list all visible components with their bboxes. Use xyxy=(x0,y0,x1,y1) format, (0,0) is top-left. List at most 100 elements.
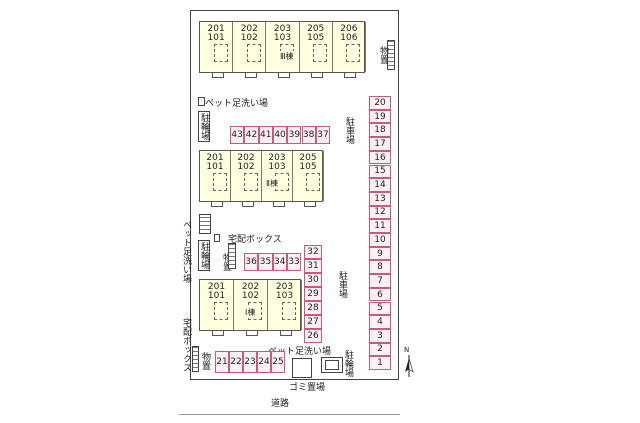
storage-label-bottom: 物置 xyxy=(200,352,210,370)
unit-number: 201 xyxy=(207,24,225,34)
unit-number: 102 xyxy=(237,162,255,172)
unit-number: 101 xyxy=(207,291,226,301)
building-name: Ⅱ棟 xyxy=(266,178,278,189)
parking-space: 18 xyxy=(369,123,391,138)
parking-space: 19 xyxy=(369,109,391,124)
parking-space: 10 xyxy=(369,233,391,247)
unit-number: 205 xyxy=(307,24,325,34)
parking-space: 34 xyxy=(272,253,287,271)
parking-space: 29 xyxy=(304,287,322,301)
north-arrow-icon xyxy=(402,350,416,378)
parking-space: 25 xyxy=(271,351,285,373)
storage-label-top-right: 物置 xyxy=(378,46,388,64)
entrance-step xyxy=(303,201,316,207)
unit-number: 205 xyxy=(299,153,317,163)
unit-number: 201 xyxy=(207,282,226,292)
parking-space: 13 xyxy=(369,191,391,206)
parking-space: 42 xyxy=(244,126,259,144)
parking-space: 24 xyxy=(257,351,271,373)
unit-number: 202 xyxy=(240,24,258,34)
parking-space: 39 xyxy=(287,126,302,144)
garbage-area xyxy=(292,358,312,378)
entrance-step xyxy=(212,330,224,336)
parking-space: 16 xyxy=(369,150,391,165)
parking-space: 32 xyxy=(304,245,322,259)
unit-number: 102 xyxy=(241,291,260,301)
storage-shed-top-right xyxy=(387,40,395,70)
unit-number: 202 xyxy=(237,153,255,163)
pet-wash-label-left: ペット足洗い場 xyxy=(181,220,191,283)
unit-number: 203 xyxy=(268,153,286,163)
delivery-box-marker-middle xyxy=(214,234,220,242)
unit-number: 203 xyxy=(273,24,292,34)
entrance-step xyxy=(344,72,357,78)
parking-space: 4 xyxy=(369,315,391,329)
parking-space: 12 xyxy=(369,205,391,220)
entrance-step xyxy=(246,330,258,336)
entrance-stair xyxy=(346,44,361,62)
unit-number: 103 xyxy=(273,33,292,43)
pet-wash-marker-top xyxy=(198,97,205,106)
parking-space: 21 xyxy=(215,351,229,373)
entrance-stair xyxy=(282,302,296,320)
north-label: N xyxy=(404,346,410,354)
entrance-step xyxy=(278,72,290,78)
parking-space: 3 xyxy=(369,328,391,343)
parking-space: 27 xyxy=(304,315,322,329)
delivery-box-label-left: 宅配ボックス xyxy=(181,318,191,372)
entrance-step xyxy=(244,72,257,78)
parking-space: 37 xyxy=(315,126,331,144)
parking-space: 7 xyxy=(369,274,391,288)
entrance-step xyxy=(280,330,292,336)
storage-shed-middle xyxy=(199,214,211,234)
parking-space: 33 xyxy=(286,253,302,271)
road-edge xyxy=(179,414,400,415)
parking-space: 35 xyxy=(258,253,273,271)
entrance-step xyxy=(211,72,224,78)
road-label: 道路 xyxy=(271,399,290,409)
car-parking-label-middle: 駐車場 xyxy=(337,271,347,298)
bicycle-parking-bottom-label: 駐輪場 xyxy=(343,350,353,377)
parking-space: 1 xyxy=(369,356,391,370)
storage-shed-middle-2 xyxy=(228,243,236,269)
bicycle-parking-top: 駐輪場 xyxy=(198,111,210,142)
pet-wash-label-top: ペット足洗い場 xyxy=(205,99,269,109)
parking-space: 30 xyxy=(304,273,322,287)
storage-shed-bottom xyxy=(192,346,199,372)
parking-space: 40 xyxy=(272,126,288,144)
entrance-stair xyxy=(246,44,261,62)
parking-space: 26 xyxy=(304,329,322,343)
entrance-stair xyxy=(305,173,320,191)
entrance-stair xyxy=(313,44,328,62)
delivery-box-label-middle: 宅配ボックス xyxy=(228,235,282,245)
parking-space: 28 xyxy=(304,301,322,315)
parking-space: 8 xyxy=(369,260,391,275)
unit-number: 105 xyxy=(307,33,325,43)
parking-space: 38 xyxy=(301,126,316,144)
building-name: Ⅰ棟 xyxy=(245,307,256,318)
unit-number: 102 xyxy=(240,33,258,43)
unit-number: 103 xyxy=(268,162,286,172)
bicycle-rack-bottom-inner xyxy=(325,360,339,370)
unit-number: 202 xyxy=(241,282,260,292)
unit-number: 201 xyxy=(206,153,224,163)
unit-number: 206 xyxy=(340,24,358,34)
bicycle-parking-middle: 駐輪場 xyxy=(198,240,210,271)
entrance-stair xyxy=(213,44,228,62)
parking-space: 6 xyxy=(369,287,391,302)
unit-number: 106 xyxy=(340,33,358,43)
entrance-step xyxy=(311,72,324,78)
unit-number: 101 xyxy=(206,162,224,172)
parking-space: 14 xyxy=(369,178,391,192)
parking-space: 31 xyxy=(304,259,322,273)
garbage-label: ゴミ置場 xyxy=(289,383,326,393)
